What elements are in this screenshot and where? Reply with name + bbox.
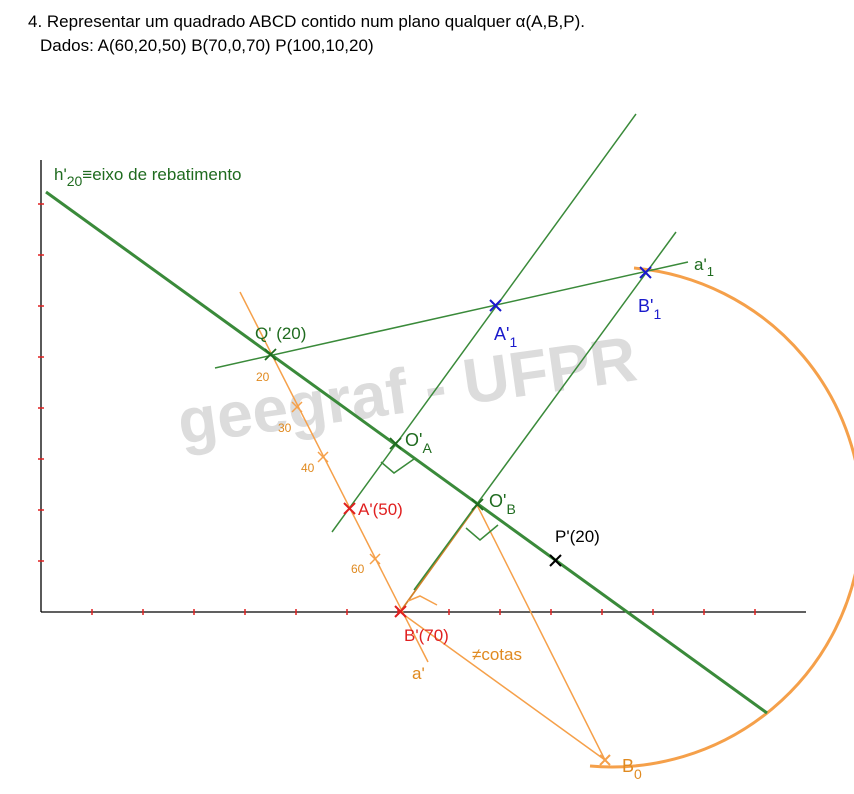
line-a1 <box>214 261 689 369</box>
tick-label-30: 30 <box>278 421 292 435</box>
P-marker <box>549 554 562 567</box>
perpendicular-B-OB <box>399 504 478 613</box>
line-h20-axis <box>45 190 768 715</box>
A-marker <box>343 502 356 515</box>
label-B1: B'1 <box>638 296 661 322</box>
point-markers <box>343 266 652 766</box>
label-neq-cotas: ≠cotas <box>472 645 522 664</box>
labels: h'20≡eixo de rebatimento a'1 B'1 A'1 Q' … <box>54 165 714 782</box>
line-through-B <box>413 231 677 591</box>
label-A1: A'1 <box>494 324 517 350</box>
vertical-axis-ticks <box>38 203 44 562</box>
orange-construction: 20 30 40 60 <box>239 266 854 769</box>
tick-label-60: 60 <box>351 562 365 576</box>
label-a1: a'1 <box>694 255 714 279</box>
green-construction <box>45 113 768 715</box>
label-Q: Q' (20) <box>255 324 306 343</box>
OB-marker <box>471 498 484 511</box>
label-a-prime: a' <box>412 664 425 683</box>
B0-marker <box>599 754 611 766</box>
tick-label-20: 20 <box>256 370 270 384</box>
A1-marker <box>489 299 502 312</box>
rebatimento-arc <box>589 266 854 769</box>
Q-marker <box>264 348 277 361</box>
problem-title: 4. Representar um quadrado ABCD contido … <box>28 12 585 31</box>
ground-line-ticks <box>91 609 756 615</box>
right-angle-mark-B <box>407 595 438 606</box>
label-A: A'(50) <box>358 500 403 519</box>
right-angle-mark-OB <box>465 524 499 541</box>
axes <box>38 160 806 615</box>
a-prime-ticks <box>291 401 381 565</box>
problem-data: Dados: A(60,20,50) B(70,0,70) P(100,10,2… <box>40 36 374 55</box>
segment-OB-B0 <box>476 504 606 761</box>
problem-statement: 4. Representar um quadrado ABCD contido … <box>28 10 585 58</box>
B-marker <box>394 605 407 618</box>
line-through-A <box>331 113 637 533</box>
label-P: P'(20) <box>555 527 600 546</box>
label-OB: O'B <box>489 491 516 517</box>
segment-B-B0 <box>399 611 606 761</box>
label-B: B'(70) <box>404 626 449 645</box>
right-angle-mark-OA <box>380 458 415 474</box>
label-B0: B0 <box>622 756 642 782</box>
tick-label-40: 40 <box>301 461 315 475</box>
label-h20-axis: h'20≡eixo de rebatimento <box>54 165 242 189</box>
line-a-prime <box>239 291 429 663</box>
label-OA: O'A <box>405 430 432 456</box>
OA-marker <box>389 437 402 450</box>
B1-marker <box>639 266 652 279</box>
